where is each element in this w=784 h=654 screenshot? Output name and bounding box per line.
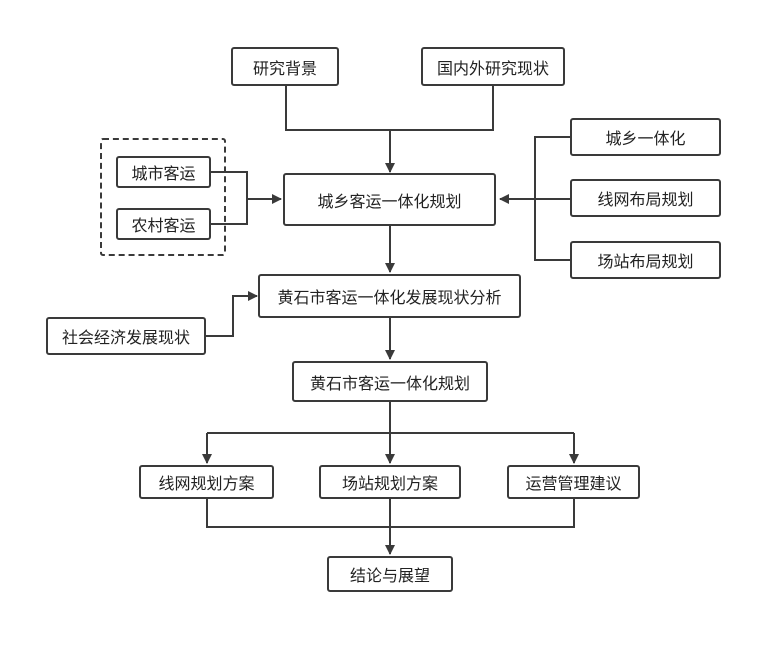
node-station-layout-plan: 场站布局规划 (570, 241, 721, 279)
edge-socio-economic (206, 291, 258, 337)
node-station-plan-scheme: 场站规划方案 (319, 465, 461, 499)
edge-background-merge (285, 86, 494, 131)
node-city-transport: 城市客运 (116, 156, 211, 188)
node-urban-rural-integration: 城乡一体化 (570, 118, 721, 156)
node-rural-transport: 农村客运 (116, 208, 211, 240)
node-domestic-foreign-status: 国内外研究现状 (421, 47, 565, 86)
node-huangshi-status-analysis: 黄石市客运一体化发展现状分析 (258, 274, 521, 318)
node-network-plan-scheme: 线网规划方案 (139, 465, 274, 499)
node-network-layout-plan: 线网布局规划 (570, 179, 721, 217)
edge-rural-transport (211, 199, 248, 225)
edge-city-transport (211, 171, 248, 199)
node-conclusion-outlook: 结论与展望 (327, 556, 453, 592)
node-operation-mgmt-suggestion: 运营管理建议 (507, 465, 640, 499)
node-socio-economic-status: 社会经济发展现状 (46, 317, 206, 355)
node-huangshi-plan: 黄石市客运一体化规划 (292, 361, 488, 402)
node-research-background: 研究背景 (231, 47, 339, 86)
node-urban-rural-plan: 城乡客运一体化规划 (283, 173, 496, 226)
transport-group-dashed (100, 138, 226, 256)
